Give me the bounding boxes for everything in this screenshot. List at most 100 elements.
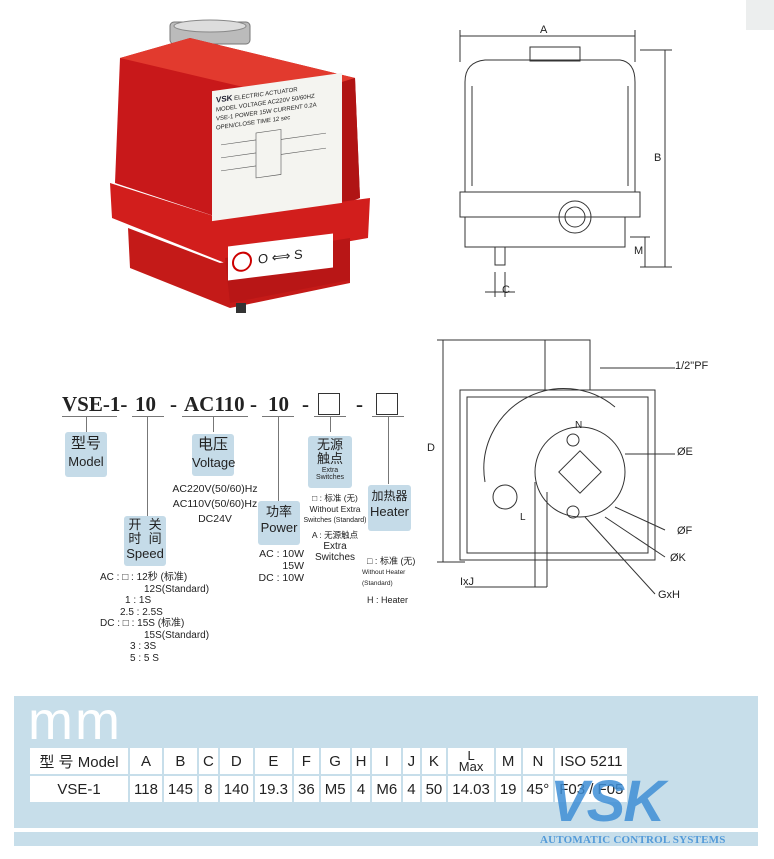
speed-option: 3 : 3S [130,641,157,652]
tag-extra-en: Extra Switches [315,466,344,482]
power-option: 15W [282,560,304,572]
dim-k-label: ØK [670,552,686,564]
tag-extra-switches: 无源 触点 Extra Switches [308,436,352,488]
dim-m-label: M [634,245,644,257]
voltage-option: DC24V [198,513,232,525]
watermark-brand: VSK [550,769,665,834]
header-cell: B [163,748,197,774]
power-option: AC : 10W [259,548,304,560]
table-cell: M5 [320,776,350,802]
port-label: 1/2"PF [675,360,709,372]
corner-block [746,0,774,30]
dim-n-label: N [575,420,583,431]
tag-model-en: Model [68,453,104,469]
tag-power-cn: 功率 [265,504,292,519]
tag-voltage: 电压 Voltage [192,434,235,476]
nameplate-brand: VSK [216,93,233,105]
table-cell: 4 [351,776,371,802]
speed-option: 1 : 1S [125,595,152,606]
header-cell: A [130,748,162,774]
unit-label: mm [28,691,122,751]
table-cell: F03 / F05 [555,776,628,802]
code-power: 10 [268,392,289,416]
heater-option: □ : 标准 (无) [367,556,416,566]
dim-ixj-label: IxJ [460,576,475,588]
extra-options: □ : 标准 (无) Without Extra Switches (Stand… [303,493,367,563]
table-cell: 50 [421,776,447,802]
tag-extra-cn2: 触点 [316,451,343,467]
header-cell: C [198,748,218,774]
nameplate-power-value: 15W [259,108,272,117]
table-cell: 19.3 [254,776,293,802]
extra-option: Without Extra [309,504,361,514]
dim-l-label: L [520,512,526,523]
nameplate-current-value: 0.2A [304,102,317,111]
tag-speed: 开 关 时 间 Speed [124,516,166,566]
tag-heater-cn: 加热器 [371,489,408,503]
tag-speed-cn1: 开 关 [128,517,162,532]
header-cell: I [372,748,402,774]
heater-option: Without Heater (Standard) [362,569,406,587]
table-cell: 14.03 [448,776,494,802]
dim-f-label: ØF [677,525,693,537]
header-cell: J [403,748,420,774]
code-dash-4: - [356,392,363,416]
extra-option: A : 无源触点 [311,530,359,540]
code-voltage: AC110 [184,392,245,416]
cell-model: VSE-1 [30,776,128,802]
speed-option: DC : □ : 15S (标准) [100,618,185,629]
table-cell: M6 [372,776,402,802]
tag-speed-cn2: 时 间 [128,531,162,547]
heater-options: □ : 标准 (无) Without Heater (Standard) H :… [362,556,437,606]
warning-icon [232,250,252,273]
wiring-diagram [221,129,326,179]
header-l-letter: L [467,748,475,763]
speed-option: 15S(Standard) [144,629,210,641]
extra-option: Switches (Standard) [303,517,367,524]
table-cell: 4 [403,776,420,802]
tag-heater-en: Heater [369,504,410,519]
extra-option: Switches [314,552,355,563]
power-options: AC : 10W 15W DC : 10W [256,548,304,584]
bottom-view-drawing: D 1/2"PF ØE ØF ØK GxH IxJ N L [425,332,725,607]
speed-option: AC : □ : 12秒 (标准) [100,572,188,583]
actuator-photo: VSK ELECTRIC ACTUATOR MODEL VOLTAGE AC22… [100,18,375,313]
tag-model: 型号 Model [65,432,107,477]
dim-c-label: C [502,284,510,296]
table-cell: 140 [219,776,253,802]
tag-voltage-cn: 电压 [197,436,228,453]
power-option: DC : 10W [258,572,304,584]
tag-power-en: Power [260,520,298,536]
direction-label: O ⟺ S [258,246,303,267]
speed-option: 12S(Standard) [144,583,210,595]
code-dash-3: - [302,392,309,416]
header-cell: M [495,748,521,774]
code-speed: 10 [135,392,156,416]
speed-option: 5 : 5 S [130,652,159,664]
dim-e-label: ØE [677,446,693,458]
header-cell: K [421,748,447,774]
header-cell: H [351,748,371,774]
table-row: VSE-1 118 145 8 140 19.3 36 M5 4 M6 4 50… [30,776,628,802]
header-cell: N [522,748,554,774]
code-dash-1: - [170,392,177,416]
dim-b-label: B [654,152,662,164]
side-view-drawing: A B M C [440,22,690,307]
voltage-option: AC110V(50/60)Hz [172,498,258,510]
table-cell: 19 [495,776,521,802]
header-cell: F [294,748,319,774]
table-cell: 8 [198,776,218,802]
speed-options: AC : □ : 12秒 (标准) 12S(Standard) 1 : 1S 2… [100,572,210,664]
extra-option: Extra [323,541,347,552]
heater-option: H : Heater [367,595,409,605]
header-cell: D [219,748,253,774]
voltage-options: AC220V(50/60)Hz AC110V(50/60)Hz DC24V [172,482,258,527]
header-model: 型 号 Model [30,748,128,774]
nameplate-time-value: 12 sec [272,115,291,124]
tag-power: 功率 Power [258,501,300,545]
extra-option: □ : 标准 (无) [312,493,358,503]
tag-speed-en: Speed [126,545,164,561]
nameplate: VSK ELECTRIC ACTUATOR MODEL VOLTAGE AC22… [212,72,342,222]
